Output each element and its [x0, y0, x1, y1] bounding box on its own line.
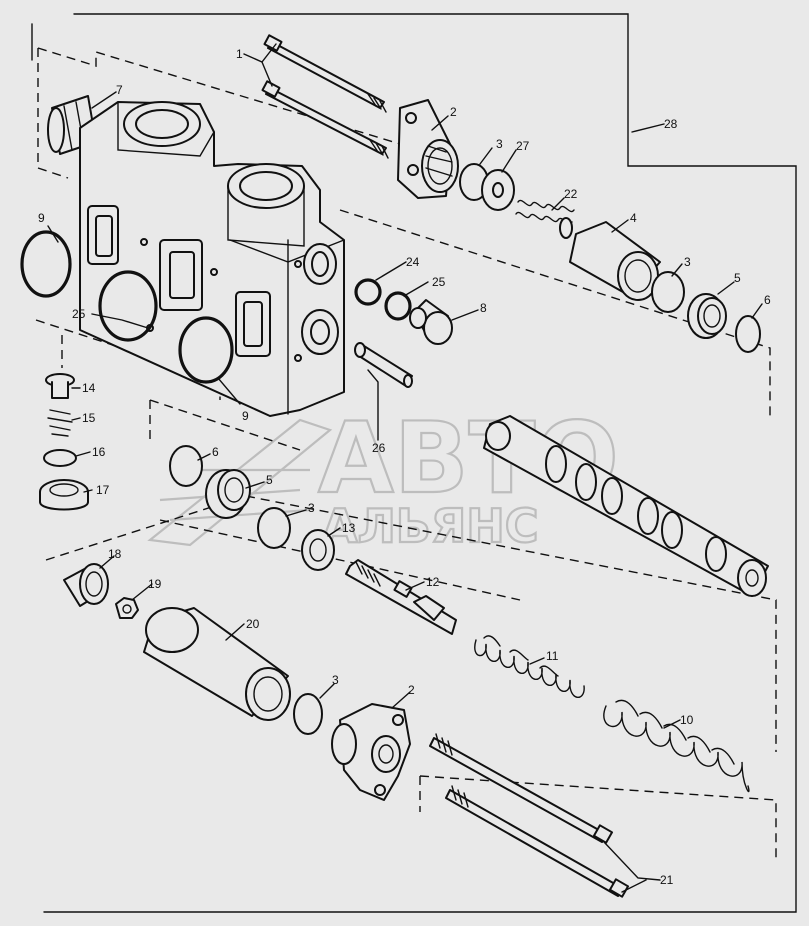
- label-22: 22: [564, 187, 578, 201]
- part-labels: 1 7 2 28 3 27 22 4 9 24 3 25 5 6 8 25 14…: [38, 47, 771, 887]
- part-20-tube: [143, 607, 291, 721]
- part-21-tie-bolts: [429, 733, 630, 898]
- part-8-plug: [409, 299, 453, 345]
- part-3-ring-right: [651, 271, 685, 313]
- middle-seal-group: [169, 445, 335, 571]
- label-27: 27: [516, 139, 530, 153]
- spool-lands: [545, 445, 727, 572]
- valve-body: [79, 101, 345, 417]
- right-end-group: [651, 271, 761, 353]
- part-14-poppet: [45, 373, 75, 399]
- label-20: 20: [246, 617, 260, 631]
- part-26-pin: [354, 342, 413, 388]
- part-9-o-ring-right: [178, 316, 234, 384]
- label-17: 17: [96, 483, 110, 497]
- label-1: 1: [236, 47, 243, 61]
- part-19-nut: [115, 597, 139, 619]
- part-3-ring-mid: [257, 507, 291, 549]
- label-21: 21: [660, 873, 674, 887]
- svg-text:АЛЬЯНС: АЛЬЯНС: [322, 499, 539, 553]
- part-12-stem: [345, 559, 457, 635]
- label-26: 26: [372, 441, 386, 455]
- part-3-ring-bottom: [293, 693, 323, 735]
- dashed-group-lines: [35, 47, 777, 860]
- part-22-spring: [515, 199, 575, 239]
- label-6-mid: 6: [212, 445, 219, 459]
- part-17-plug: [39, 479, 89, 511]
- left-stack: [39, 373, 89, 511]
- top-spring-group: [459, 163, 575, 239]
- label-24: 24: [406, 255, 420, 269]
- label-19: 19: [148, 577, 162, 591]
- label-25-right: 25: [432, 275, 446, 289]
- label-5-right: 5: [734, 271, 741, 285]
- part-5-collar-mid: [205, 469, 251, 519]
- leader-lines: [47, 43, 763, 893]
- part-15-spring: [47, 409, 73, 437]
- label-8: 8: [480, 301, 487, 315]
- label-9-right: 9: [242, 409, 249, 423]
- part-1-tie-bolts: [261, 34, 389, 159]
- part-2-end-cap-top: [397, 99, 459, 199]
- port-plug-group: [354, 278, 453, 345]
- part-6-ring-right: [735, 315, 761, 353]
- label-7: 7: [116, 83, 123, 97]
- label-3-bottom: 3: [332, 673, 339, 687]
- label-14: 14: [82, 381, 96, 395]
- label-28: 28: [664, 117, 678, 131]
- label-15: 15: [82, 411, 96, 425]
- part-16-seal: [43, 449, 77, 467]
- part-6-ring-mid: [169, 445, 203, 487]
- label-12: 12: [426, 575, 440, 589]
- label-2-bottom: 2: [408, 683, 415, 697]
- part-2-end-cap-bottom: [331, 703, 411, 801]
- label-3-right: 3: [684, 255, 691, 269]
- label-3-mid: 3: [308, 501, 315, 515]
- part-13-washer: [301, 529, 335, 571]
- label-6-right: 6: [764, 293, 771, 307]
- part-25-o-ring-body: [98, 270, 158, 342]
- label-13: 13: [342, 521, 356, 535]
- label-11: 11: [546, 649, 559, 663]
- body-seals: [20, 230, 234, 384]
- label-5-mid: 5: [266, 473, 273, 487]
- label-4: 4: [630, 211, 637, 225]
- part-11-spring: [474, 635, 585, 698]
- part-25-o-ring: [384, 291, 412, 321]
- label-3-top: 3: [496, 137, 503, 151]
- label-9-left: 9: [38, 211, 45, 225]
- part-18-cap: [63, 563, 109, 607]
- part-24-o-ring: [354, 278, 382, 306]
- part-4-sleeve: [569, 221, 661, 301]
- label-16: 16: [92, 445, 106, 459]
- label-18: 18: [108, 547, 122, 561]
- main-spool: [483, 415, 769, 597]
- assembly-frame-28: [31, 13, 797, 913]
- label-10: 10: [680, 713, 694, 727]
- label-25-left: 25: [72, 307, 86, 321]
- part-9-o-ring-left: [20, 230, 72, 298]
- bottom-left-group: [63, 563, 139, 619]
- part-10-spring: [603, 699, 750, 793]
- label-2-top: 2: [450, 105, 457, 119]
